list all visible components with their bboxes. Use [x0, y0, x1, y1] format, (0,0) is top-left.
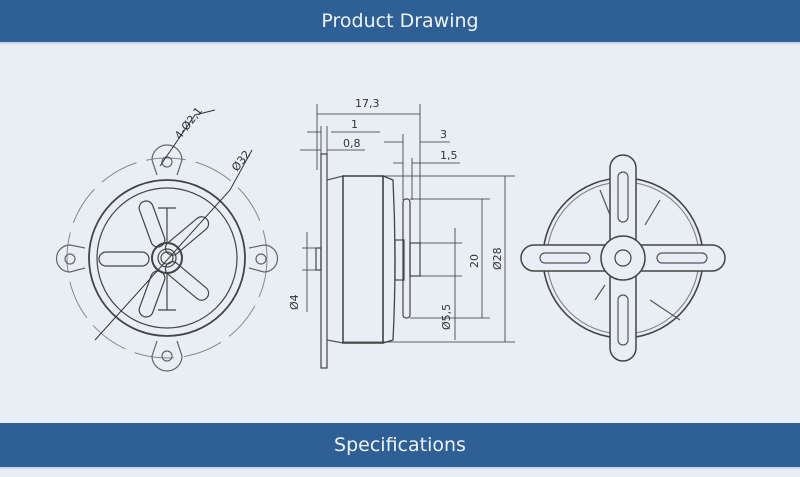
- dim-adapter-3-label: 3: [440, 128, 447, 141]
- section-title: Specifications: [334, 434, 466, 456]
- rear-view: [520, 154, 726, 362]
- dim-prop-label: 20: [468, 254, 481, 268]
- dim-body-label: Ø28: [491, 247, 504, 270]
- section-title: Product Drawing: [321, 10, 479, 32]
- dim-length-label: 17,3: [355, 97, 380, 110]
- dim-shaft-label: Ø4: [288, 294, 301, 310]
- dim-adapter-15-label: 1,5: [440, 149, 458, 162]
- dim-hole-label: 4-Ø2,1: [172, 105, 205, 142]
- front-view: 4-Ø2,1 Ø32: [55, 105, 279, 372]
- side-view: 17,3 1 0,8 3 1,5 Ø4 Ø5,5 20 Ø28: [288, 97, 515, 369]
- dim-plate-08-label: 0,8: [343, 137, 361, 150]
- section-header-specifications: Specifications: [0, 423, 800, 469]
- spokes: [98, 200, 210, 318]
- dim-plate-1-label: 1: [351, 118, 358, 131]
- dim-front-diameter-label: Ø32: [229, 148, 253, 174]
- product-drawing: 4-Ø2,1 Ø32 17,3 1 0,8 3 1,5 Ø4 Ø5,5 20 Ø…: [55, 97, 726, 372]
- section-header-product-drawing: Product Drawing: [0, 0, 800, 44]
- dim-hub-label: Ø5,5: [440, 304, 453, 330]
- mount-tabs: [55, 144, 279, 372]
